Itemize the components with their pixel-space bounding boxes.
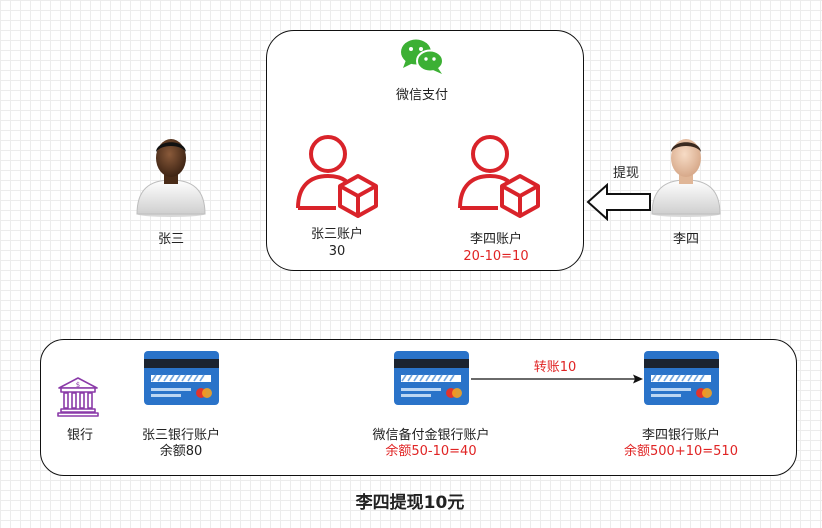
transfer-label: 转账10 bbox=[533, 360, 577, 375]
credit-card-icon bbox=[143, 350, 220, 406]
credit-card-icon bbox=[393, 350, 470, 406]
zhangsan-wechat-account-label: 张三账户 bbox=[310, 227, 363, 242]
svg-text:$: $ bbox=[76, 381, 80, 389]
credit-card-icon bbox=[643, 350, 720, 406]
wechat-reserve-bank-account-label: 微信备付金银行账户 bbox=[372, 428, 490, 443]
zhangsan-bank-account-balance: 余额80 bbox=[159, 444, 203, 459]
lisi-bank-account-label: 李四银行账户 bbox=[641, 428, 720, 443]
withdraw-arrow-icon bbox=[586, 183, 652, 221]
lisi-wechat-account-label: 李四账户 bbox=[469, 232, 522, 247]
lisi-wechat-account-value: 20-10=10 bbox=[463, 249, 529, 264]
user-account-icon bbox=[294, 132, 384, 220]
lisi-name: 李四 bbox=[672, 232, 699, 247]
lisi-bank-account-balance: 余额500+10=510 bbox=[624, 444, 738, 459]
withdraw-label: 提现 bbox=[612, 166, 639, 181]
bank-building-icon: $ bbox=[56, 376, 100, 418]
zhangsan-bank-account-label: 张三银行账户 bbox=[141, 428, 220, 443]
wechat-pay-title: 微信支付 bbox=[395, 88, 448, 103]
user-account-icon bbox=[456, 132, 546, 220]
bank-label: 银行 bbox=[66, 428, 93, 443]
lisi-avatar bbox=[646, 134, 726, 218]
wechat-reserve-bank-account-balance: 余额50-10=40 bbox=[385, 444, 477, 459]
diagram-caption: 李四提现10元 bbox=[355, 493, 465, 513]
wechat-logo-icon bbox=[398, 36, 446, 76]
zhangsan-avatar bbox=[131, 134, 211, 218]
zhangsan-wechat-account-value: 30 bbox=[328, 244, 346, 259]
transfer-arrow-icon bbox=[470, 373, 644, 385]
zhangsan-name: 张三 bbox=[157, 232, 184, 247]
